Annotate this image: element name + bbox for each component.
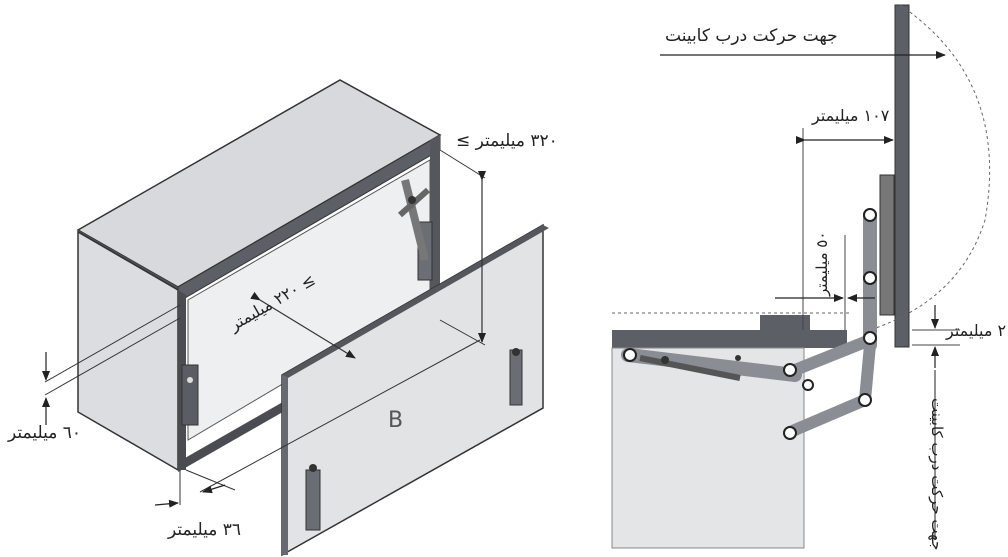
label-door-motion-side: جهت حرکت درب کابینت — [928, 398, 946, 551]
label-dim-107: ١٠٧ میلیمتر — [812, 106, 890, 125]
label-door-b: B — [388, 408, 404, 433]
lift-mechanism-right — [398, 179, 433, 281]
dim-line-36-arrow — [154, 499, 179, 508]
cabinet-illustration — [42, 79, 549, 557]
label-dim-60: ٦٠ میلیمتر — [8, 423, 82, 443]
label-door-motion-top: جهت حرکت درب کابینت — [665, 26, 838, 46]
door-fitting-upper — [509, 348, 523, 406]
section-door — [894, 4, 910, 348]
label-dim-50: ٥٠ میلیمتر — [813, 231, 831, 296]
section-cabinet-top — [612, 330, 847, 348]
door-panel-side-edge — [282, 375, 288, 555]
lift-mechanism-left — [181, 364, 199, 426]
label-dim-36: ٣٦ میلیمتر — [168, 520, 242, 540]
section-view — [611, 4, 991, 549]
label-dim-2: ٢ میلیمتر — [946, 321, 1007, 340]
label-dim-320: ٣٢٠ میلیمتر ≥ — [456, 131, 558, 151]
section-cabinet-side — [611, 347, 805, 549]
dim-line-depth — [250, 291, 356, 359]
door-fitting-lower — [305, 464, 321, 531]
section-mechanism — [621, 174, 895, 440]
